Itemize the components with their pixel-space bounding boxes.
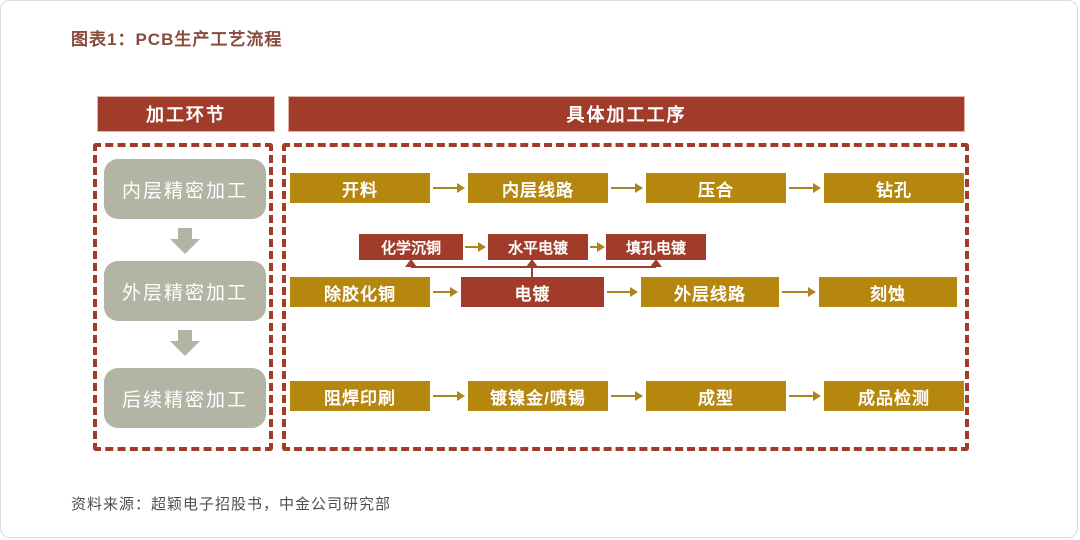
flow-arrow-icon — [465, 242, 486, 252]
stage-box-outer-layer: 外层精密加工 — [104, 261, 266, 321]
flow-arrow-icon — [433, 287, 458, 297]
stage-column-dashed-frame — [93, 143, 273, 451]
flow-arrow-icon — [433, 391, 465, 401]
stage-box-finishing: 后续精密加工 — [104, 368, 266, 428]
flow-arrow-icon — [590, 242, 605, 252]
up-arrow-icon — [526, 259, 538, 267]
process-column-dashed-frame — [282, 143, 969, 451]
process-box-inner-circuit: 内层线路 — [468, 173, 608, 203]
stage-column-header: 加工环节 — [98, 97, 274, 131]
process-column-header: 具体加工工序 — [289, 97, 964, 131]
down-arrow-stem — [178, 330, 192, 341]
stage-box-inner-layer: 内层精密加工 — [104, 159, 266, 219]
process-box-plating: 电镀 — [461, 277, 604, 307]
process-box-drilling: 钻孔 — [824, 173, 964, 203]
source-note: 资料来源：超颖电子招股书，中金公司研究部 — [71, 496, 392, 513]
flow-arrow-icon — [611, 183, 643, 193]
process-box-horizontal-plating: 水平电镀 — [488, 234, 588, 260]
up-arrow-icon — [405, 259, 417, 267]
up-arrow-icon — [650, 259, 662, 267]
flow-arrow-icon — [611, 391, 643, 401]
process-box-final-inspection: 成品检测 — [824, 381, 964, 411]
process-box-desmear: 除胶化铜 — [290, 277, 430, 307]
process-box-forming: 成型 — [646, 381, 786, 411]
process-box-surface-finish: 镀镍金/喷锡 — [468, 381, 608, 411]
flow-arrow-icon — [782, 287, 816, 297]
figure-title: 图表1：PCB生产工艺流程 — [71, 30, 283, 49]
process-box-outer-circuit: 外层线路 — [641, 277, 779, 307]
process-box-chemical-copper: 化学沉铜 — [359, 234, 463, 260]
connector-line — [411, 266, 656, 268]
down-arrow-head — [170, 239, 200, 254]
down-arrow-icon — [170, 330, 200, 356]
flow-arrow-icon — [607, 287, 638, 297]
flow-arrow-icon — [789, 183, 821, 193]
flow-arrow-icon — [433, 183, 465, 193]
process-box-solder-mask: 阻焊印刷 — [290, 381, 430, 411]
down-arrow-stem — [178, 228, 192, 239]
down-arrow-icon — [170, 228, 200, 254]
process-box-via-fill-plating: 填孔电镀 — [606, 234, 706, 260]
connector-line — [531, 265, 533, 277]
process-box-cutting: 开料 — [290, 173, 430, 203]
down-arrow-head — [170, 341, 200, 356]
flow-arrow-icon — [789, 391, 821, 401]
process-box-etching: 刻蚀 — [819, 277, 957, 307]
process-box-lamination: 压合 — [646, 173, 786, 203]
